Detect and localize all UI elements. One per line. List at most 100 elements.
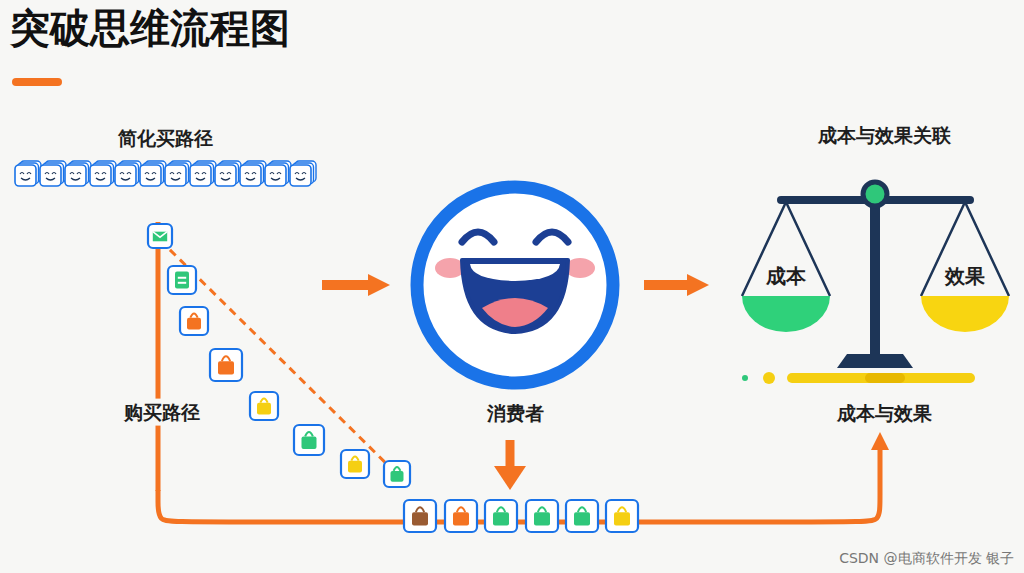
face-icon bbox=[15, 165, 36, 186]
path-group-art bbox=[12, 125, 318, 490]
scale-heading: 成本与效果关联 bbox=[818, 124, 951, 147]
bag-handle bbox=[190, 313, 197, 317]
face-features bbox=[120, 173, 131, 181]
bag-icon bbox=[493, 512, 509, 525]
face-icon bbox=[65, 165, 86, 186]
bag-handle bbox=[497, 507, 505, 512]
smiley-tongue bbox=[482, 298, 548, 327]
icon-frame bbox=[384, 461, 410, 487]
scale-pan bbox=[742, 296, 830, 332]
path-line bbox=[156, 222, 161, 491]
edge-label-slot: 购买路径 bbox=[120, 399, 204, 426]
smiley-ring bbox=[417, 187, 613, 383]
doc-icon bbox=[175, 272, 189, 289]
face-icon bbox=[190, 165, 211, 186]
face-features bbox=[295, 173, 306, 181]
icon-frame bbox=[250, 392, 278, 420]
icon-frame bbox=[210, 349, 242, 381]
text-slot: 效果 bbox=[921, 264, 1009, 288]
flow-arrow bbox=[322, 280, 368, 290]
face-icon bbox=[115, 165, 136, 186]
envelope-icon bbox=[153, 232, 167, 242]
bag-handle bbox=[578, 507, 586, 512]
face-features bbox=[220, 173, 231, 181]
pan-label: 效果 bbox=[945, 264, 985, 288]
icon-frame bbox=[341, 450, 369, 478]
text-slot: 简化买路径 bbox=[12, 127, 318, 150]
text-slot: 成本 bbox=[742, 264, 830, 288]
bag-handle bbox=[416, 507, 424, 512]
face-features bbox=[45, 173, 56, 181]
icon-frame bbox=[526, 500, 558, 532]
bag-handle bbox=[351, 456, 358, 460]
bag-icon bbox=[412, 512, 428, 525]
bag-icon bbox=[614, 512, 630, 525]
scale-knob bbox=[863, 182, 887, 206]
bag-handle bbox=[260, 398, 267, 402]
flow-arrow bbox=[644, 280, 687, 290]
down-arrow-shaft bbox=[506, 440, 515, 468]
path-group: 简化买路径 bbox=[12, 125, 318, 490]
text-slot: 成本与效果关联 bbox=[739, 124, 1024, 147]
title-underline bbox=[12, 78, 62, 86]
scale-pan bbox=[921, 296, 1009, 332]
title-slot: 突破思维流程图 bbox=[10, 4, 290, 52]
face-icon bbox=[240, 165, 261, 186]
scale-base bbox=[837, 354, 913, 368]
smiley-teeth bbox=[470, 264, 560, 281]
bag-icon bbox=[302, 436, 317, 449]
edge-label: 购买路径 bbox=[120, 399, 204, 426]
face-features bbox=[195, 173, 206, 181]
ground-dot bbox=[742, 375, 748, 381]
face-icon bbox=[215, 165, 236, 186]
bag-icon bbox=[453, 512, 469, 525]
face-features bbox=[145, 173, 156, 181]
scale-balance: 成本与效果关联成本与效果成本效果 bbox=[725, 120, 1015, 430]
bag-handle bbox=[394, 467, 401, 471]
bag-handle bbox=[618, 507, 626, 512]
icon-frame bbox=[445, 500, 477, 532]
face-icon bbox=[265, 165, 286, 186]
face-icon bbox=[40, 165, 61, 186]
face-features bbox=[245, 173, 256, 181]
icon-frame bbox=[168, 266, 196, 294]
group-heading: 简化买路径 bbox=[118, 127, 213, 150]
bag-icon bbox=[574, 512, 590, 525]
bag-handle bbox=[457, 507, 465, 512]
watermark: CSDN @电商软件开发 银子 bbox=[839, 550, 1014, 567]
bag-handle bbox=[222, 356, 230, 361]
bag-icon bbox=[348, 461, 362, 473]
ground-dot bbox=[763, 372, 775, 384]
scale-post bbox=[870, 200, 880, 358]
text-slot: 消费者 bbox=[410, 402, 620, 425]
face-icon bbox=[90, 165, 111, 186]
ground-bar bbox=[787, 373, 975, 383]
face-features bbox=[95, 173, 106, 181]
smiley-mouth bbox=[462, 260, 568, 332]
icon-frame bbox=[485, 500, 517, 532]
diagram-title: 突破思维流程图 bbox=[10, 4, 290, 52]
flow-arrow bbox=[158, 450, 880, 522]
bag-icon bbox=[218, 361, 234, 374]
bag-icon bbox=[534, 512, 550, 525]
face-features bbox=[70, 173, 81, 181]
face-icon bbox=[140, 165, 161, 186]
icon-frame bbox=[606, 500, 638, 532]
bag-icon bbox=[187, 318, 201, 330]
circle-caption: 消费者 bbox=[487, 402, 544, 425]
envelope-flap bbox=[153, 232, 167, 238]
cost-pan: 成本 bbox=[742, 260, 830, 332]
effect-pan: 效果 bbox=[921, 260, 1009, 332]
bag-handle bbox=[538, 507, 546, 512]
face-features bbox=[170, 173, 181, 181]
pan-label: 成本 bbox=[766, 264, 806, 288]
consumer-circle: 消费者 bbox=[410, 180, 620, 390]
face-features bbox=[270, 173, 281, 181]
ground-bar bbox=[865, 373, 905, 383]
bag-icon bbox=[257, 403, 271, 415]
consumer-circle-art bbox=[410, 180, 620, 390]
face-features bbox=[20, 173, 31, 181]
icon-frame bbox=[294, 425, 324, 455]
icon-frame bbox=[566, 500, 598, 532]
